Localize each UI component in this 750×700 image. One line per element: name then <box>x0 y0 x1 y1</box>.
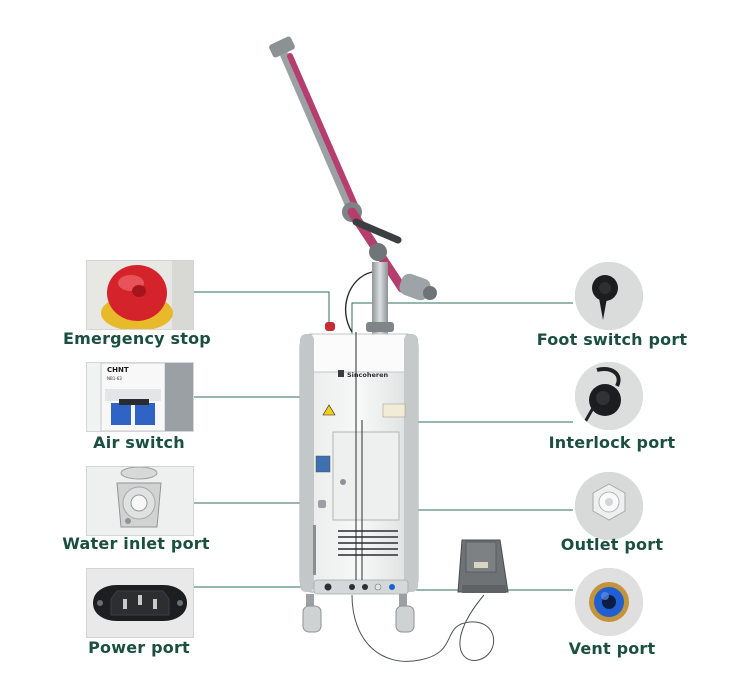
label-emergency-stop: Emergency stop <box>63 329 211 348</box>
air-switch-thumbnail: CHNT NB1-63 <box>86 362 194 432</box>
brand-badge: Sincoheren <box>347 371 389 379</box>
label-vent-port: Vent port <box>568 639 656 658</box>
articulated-arm <box>269 36 437 301</box>
vent-port-thumbnail <box>575 568 643 636</box>
caster-wheels <box>302 594 415 633</box>
interlock-port-thumbnail <box>575 362 643 430</box>
water-inlet-connector-icon <box>87 467 193 535</box>
breaker-brand: CHNT <box>107 366 129 374</box>
circuit-breaker-icon: CHNT NB1-63 <box>87 363 193 431</box>
outlet-port-thumbnail <box>575 472 643 540</box>
vent-fitting-icon <box>575 568 643 636</box>
label-foot-switch-port: Foot switch port <box>536 330 688 349</box>
emergency-stop-button-icon <box>87 261 193 329</box>
foot-switch-port-thumbnail <box>575 262 643 330</box>
outlet-fitting-icon <box>575 472 643 540</box>
breaker-model: NB1-63 <box>107 376 122 381</box>
foot-switch-cable <box>351 594 494 662</box>
label-interlock-port: Interlock port <box>548 433 676 452</box>
power-port-thumbnail <box>86 568 194 638</box>
label-outlet-port: Outlet port <box>560 535 664 554</box>
arm-column <box>372 262 388 334</box>
label-air-switch: Air switch <box>93 433 185 452</box>
interlock-connector-icon <box>575 362 643 430</box>
foot-switch-connector-icon <box>575 262 643 330</box>
label-power-port: Power port <box>88 638 190 657</box>
emergency-stop-thumbnail <box>86 260 194 330</box>
foot-pedal <box>457 539 509 593</box>
iec-power-socket-icon <box>87 569 193 637</box>
machine-cabinet: Sincoheren <box>299 322 419 595</box>
label-water-inlet-port: Water inlet port <box>62 534 210 553</box>
water-inlet-thumbnail <box>86 466 194 536</box>
